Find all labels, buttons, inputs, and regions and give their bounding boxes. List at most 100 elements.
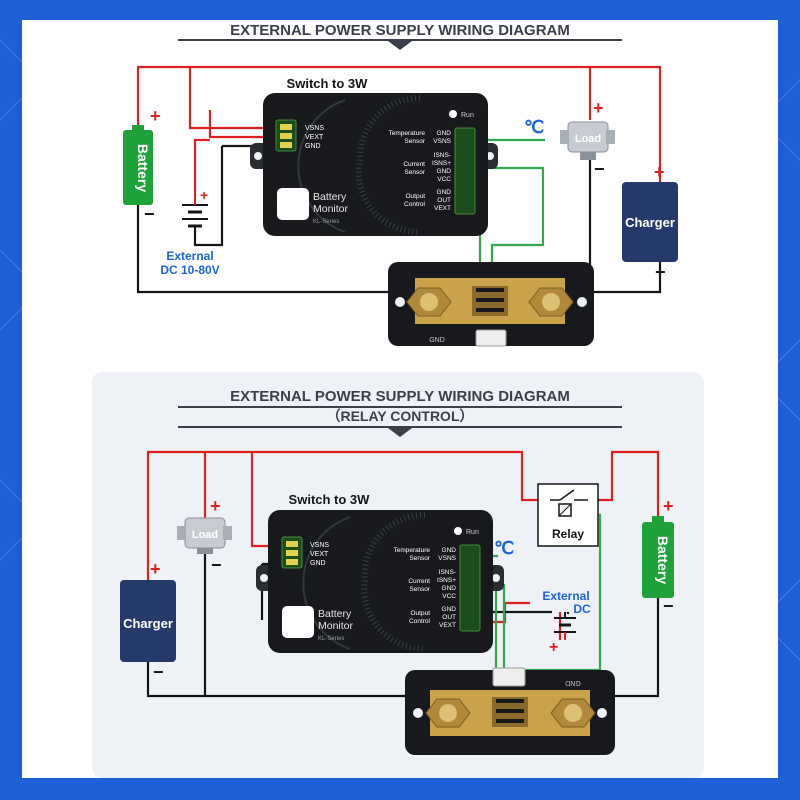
top-temp-label-2: Sensor (404, 138, 425, 145)
bottom-device-left-hole (260, 574, 268, 582)
bottom-external-plus: + (549, 639, 558, 656)
bottom-subtitle: （RELAY CONTROL） (326, 408, 473, 424)
bottom-panel: EXTERNAL POWER SUPPLY WIRING DIAGRAM （RE… (120, 388, 674, 755)
bottom-device-body (268, 510, 493, 653)
top-run-led (449, 110, 457, 118)
bottom-device-series: KL-Series (318, 636, 344, 642)
bottom-output-term-vext: VEXT (439, 622, 456, 629)
top-current-term-vcc: VCC (437, 176, 451, 183)
bottom-temp-term-vsns: VSNS (438, 555, 456, 562)
top-title: EXTERNAL POWER SUPPLY WIRING DIAGRAM (230, 22, 570, 39)
bottom-charger-label: Charger (123, 616, 173, 631)
top-temp-term-gnd: GND (437, 130, 452, 137)
top-temp-symbol: ℃ (524, 117, 544, 137)
bottom-run-label: Run (466, 529, 479, 536)
top-device-button[interactable] (277, 188, 309, 220)
bottom-temp-symbol: ℃ (494, 538, 514, 558)
top-right-connector (454, 127, 476, 215)
top-current-term-gnd: GND (437, 168, 452, 175)
top-external-plus: + (200, 187, 208, 203)
bottom-charger-plus: + (150, 559, 161, 579)
top-load (560, 121, 615, 160)
top-left-term-gnd: GND (305, 143, 321, 150)
bottom-device-name-1: Battery (318, 608, 352, 620)
bottom-external-label-2: DC (573, 602, 591, 616)
top-switch-label: Switch to 3W (287, 76, 369, 91)
bottom-current-term-isns-minus: ISNS- (439, 569, 456, 576)
top-device-body (263, 93, 488, 236)
bottom-load-label: Load (192, 529, 218, 541)
bottom-output-term-gnd: GND (442, 606, 457, 613)
bottom-title: EXTERNAL POWER SUPPLY WIRING DIAGRAM (230, 388, 570, 405)
top-battery-label: Battery (135, 144, 151, 192)
top-temp-term-vsns: VSNS (433, 138, 451, 145)
top-battery-minus: − (144, 204, 155, 224)
bottom-device-arc-ticks (361, 511, 426, 653)
top-battery-monitor: Battery Monitor KL-Series Run VSNS VEXT … (250, 93, 498, 236)
top-load-label: Load (575, 133, 601, 145)
top-device-name-2: Monitor (313, 203, 349, 215)
bottom-battery-plus: + (663, 496, 674, 516)
top-output-label-1: Output (405, 193, 425, 200)
bottom-charger (120, 580, 176, 662)
bottom-left-term-vsns: VSNS (310, 542, 329, 549)
bottom-battery-monitor: Battery Monitor KL-Series Run VSNS VEXT … (256, 510, 504, 653)
top-external-dc-symbol (182, 192, 208, 232)
top-current-term-isns-minus: ISNS- (434, 152, 451, 159)
top-charger-minus: − (655, 262, 666, 282)
bottom-battery-cap (652, 516, 664, 523)
bottom-battery (642, 522, 674, 598)
top-device-arc-left (297, 99, 346, 233)
bottom-output-term-out: OUT (442, 614, 456, 621)
top-shunt (388, 262, 594, 347)
bottom-temp-term-gnd: GND (442, 547, 457, 554)
top-run-label: Run (461, 112, 474, 119)
bottom-temp-label-2: Sensor (409, 555, 430, 562)
bottom-external-dc-symbol (554, 612, 576, 640)
bottom-current-term-vcc: VCC (442, 593, 456, 600)
top-temp-label-1: Temperature (389, 130, 426, 137)
top-output-term-vext: VEXT (434, 205, 451, 212)
bottom-left-connector-pins (286, 541, 298, 565)
bottom-relay (537, 483, 599, 547)
bottom-title-arrow (388, 428, 412, 437)
top-shunt-gnd-label: GND (429, 337, 445, 344)
top-battery-cap (132, 125, 144, 131)
top-current-term-isns-plus: ISNS+ (432, 160, 451, 167)
bottom-load (177, 517, 232, 554)
top-device-left-hole (254, 152, 262, 160)
top-current-label-1: Current (403, 161, 425, 168)
bottom-battery-minus: − (663, 596, 674, 616)
top-charger (622, 182, 678, 262)
bottom-relay-label: Relay (552, 527, 584, 541)
bottom-current-label-2: Sensor (409, 586, 430, 593)
top-left-connector-pins (280, 124, 292, 148)
bottom-device-name-2: Monitor (318, 620, 354, 632)
bottom-output-label-2: Control (409, 618, 431, 625)
bottom-device-right-hole (492, 574, 500, 582)
bottom-switch-label: Switch to 3W (289, 492, 371, 507)
bottom-run-led (454, 527, 462, 535)
top-load-minus: − (594, 159, 605, 179)
top-output-term-gnd: GND (437, 189, 452, 196)
bottom-battery-label: Battery (655, 536, 671, 584)
bottom-load-minus: − (211, 555, 222, 575)
top-left-term-vext: VEXT (305, 134, 324, 141)
bottom-device-arc-left (302, 516, 351, 650)
top-left-term-vsns: VSNS (305, 125, 324, 132)
bottom-device-button[interactable] (282, 606, 314, 638)
top-charger-plus: + (654, 162, 665, 182)
top-title-arrow (388, 41, 412, 50)
top-red-wires (136, 65, 662, 192)
bottom-shunt-gnd-label: GND (565, 679, 581, 686)
top-load-plus: + (593, 98, 604, 118)
bottom-current-label-1: Current (408, 578, 430, 585)
top-output-term-out: OUT (437, 197, 451, 204)
bottom-charger-minus: − (153, 662, 164, 682)
bottom-left-term-gnd: GND (310, 560, 326, 567)
top-current-label-2: Sensor (404, 169, 425, 176)
top-output-label-2: Control (404, 201, 426, 208)
top-device-series: KL-Series (313, 219, 339, 225)
top-external-label-1: External (166, 249, 213, 263)
